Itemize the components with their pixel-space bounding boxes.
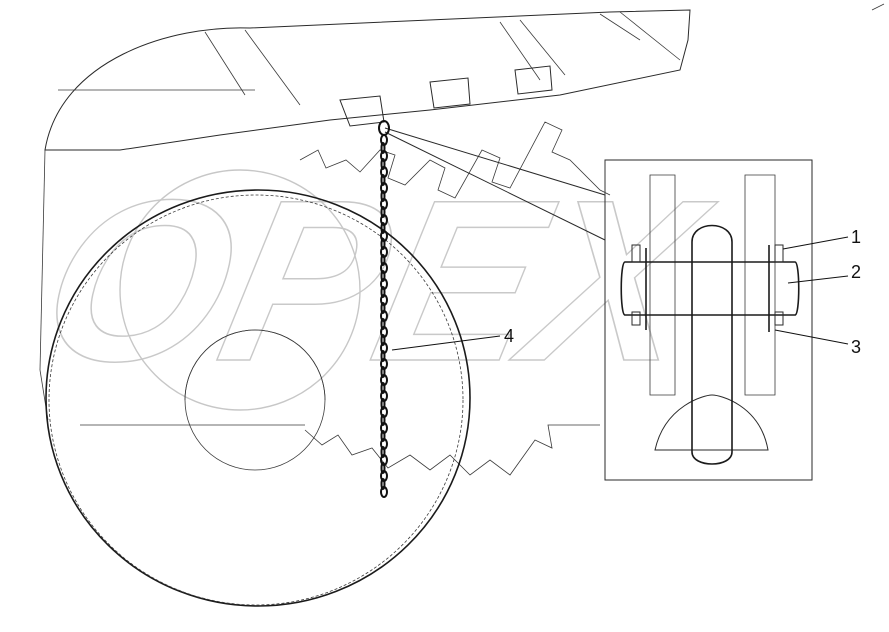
leader-1 xyxy=(782,236,849,250)
chain-link xyxy=(380,414,386,426)
leader-4 xyxy=(391,335,501,351)
cotter-1 xyxy=(774,244,784,263)
bracket-cables xyxy=(384,127,606,241)
chain-link xyxy=(380,206,386,218)
cotter-right-bottom xyxy=(774,311,784,326)
chain-link xyxy=(380,222,386,234)
chain-link xyxy=(380,398,386,410)
chain-link xyxy=(380,286,386,298)
chain-link xyxy=(380,486,388,498)
callout-2: 2 xyxy=(851,262,861,282)
chain-link xyxy=(380,334,386,346)
toothed-rim xyxy=(80,121,611,476)
leader-2 xyxy=(787,275,849,284)
chain-link xyxy=(380,238,386,250)
wheel-outer xyxy=(45,189,471,607)
chain-link xyxy=(380,174,386,186)
chain-link xyxy=(380,446,386,458)
chain-link xyxy=(380,142,386,154)
chain-link xyxy=(380,350,386,362)
chain xyxy=(378,120,390,498)
watermark: OPEX xyxy=(23,152,730,411)
callout-4: 4 xyxy=(504,326,514,346)
chain-link xyxy=(380,478,386,490)
chain-link xyxy=(380,302,386,314)
callouts: 1 2 3 4 xyxy=(391,227,861,357)
chain-link xyxy=(380,430,386,442)
chain-link xyxy=(380,254,386,266)
lug xyxy=(691,224,733,465)
chain-link xyxy=(380,318,386,330)
bracket-panel xyxy=(604,159,813,481)
chain-link xyxy=(380,382,386,394)
cotter-left-top xyxy=(631,244,641,263)
leader-3 xyxy=(774,329,849,345)
pin-2 xyxy=(620,261,800,316)
cotter-left-bottom xyxy=(631,311,641,326)
callout-3: 3 xyxy=(851,337,861,357)
chain-link xyxy=(380,158,386,170)
watermark-text: OPEX xyxy=(23,152,729,409)
watermark-ring xyxy=(119,169,361,411)
chain-link xyxy=(380,270,386,282)
chain-link xyxy=(380,190,386,202)
chain-top-ring xyxy=(378,120,390,136)
corner-mark xyxy=(871,3,885,11)
callout-1: 1 xyxy=(851,227,861,247)
wheel xyxy=(45,189,471,607)
chain-link xyxy=(380,462,386,474)
frame-teeth xyxy=(339,65,553,127)
chain-link xyxy=(380,366,386,378)
